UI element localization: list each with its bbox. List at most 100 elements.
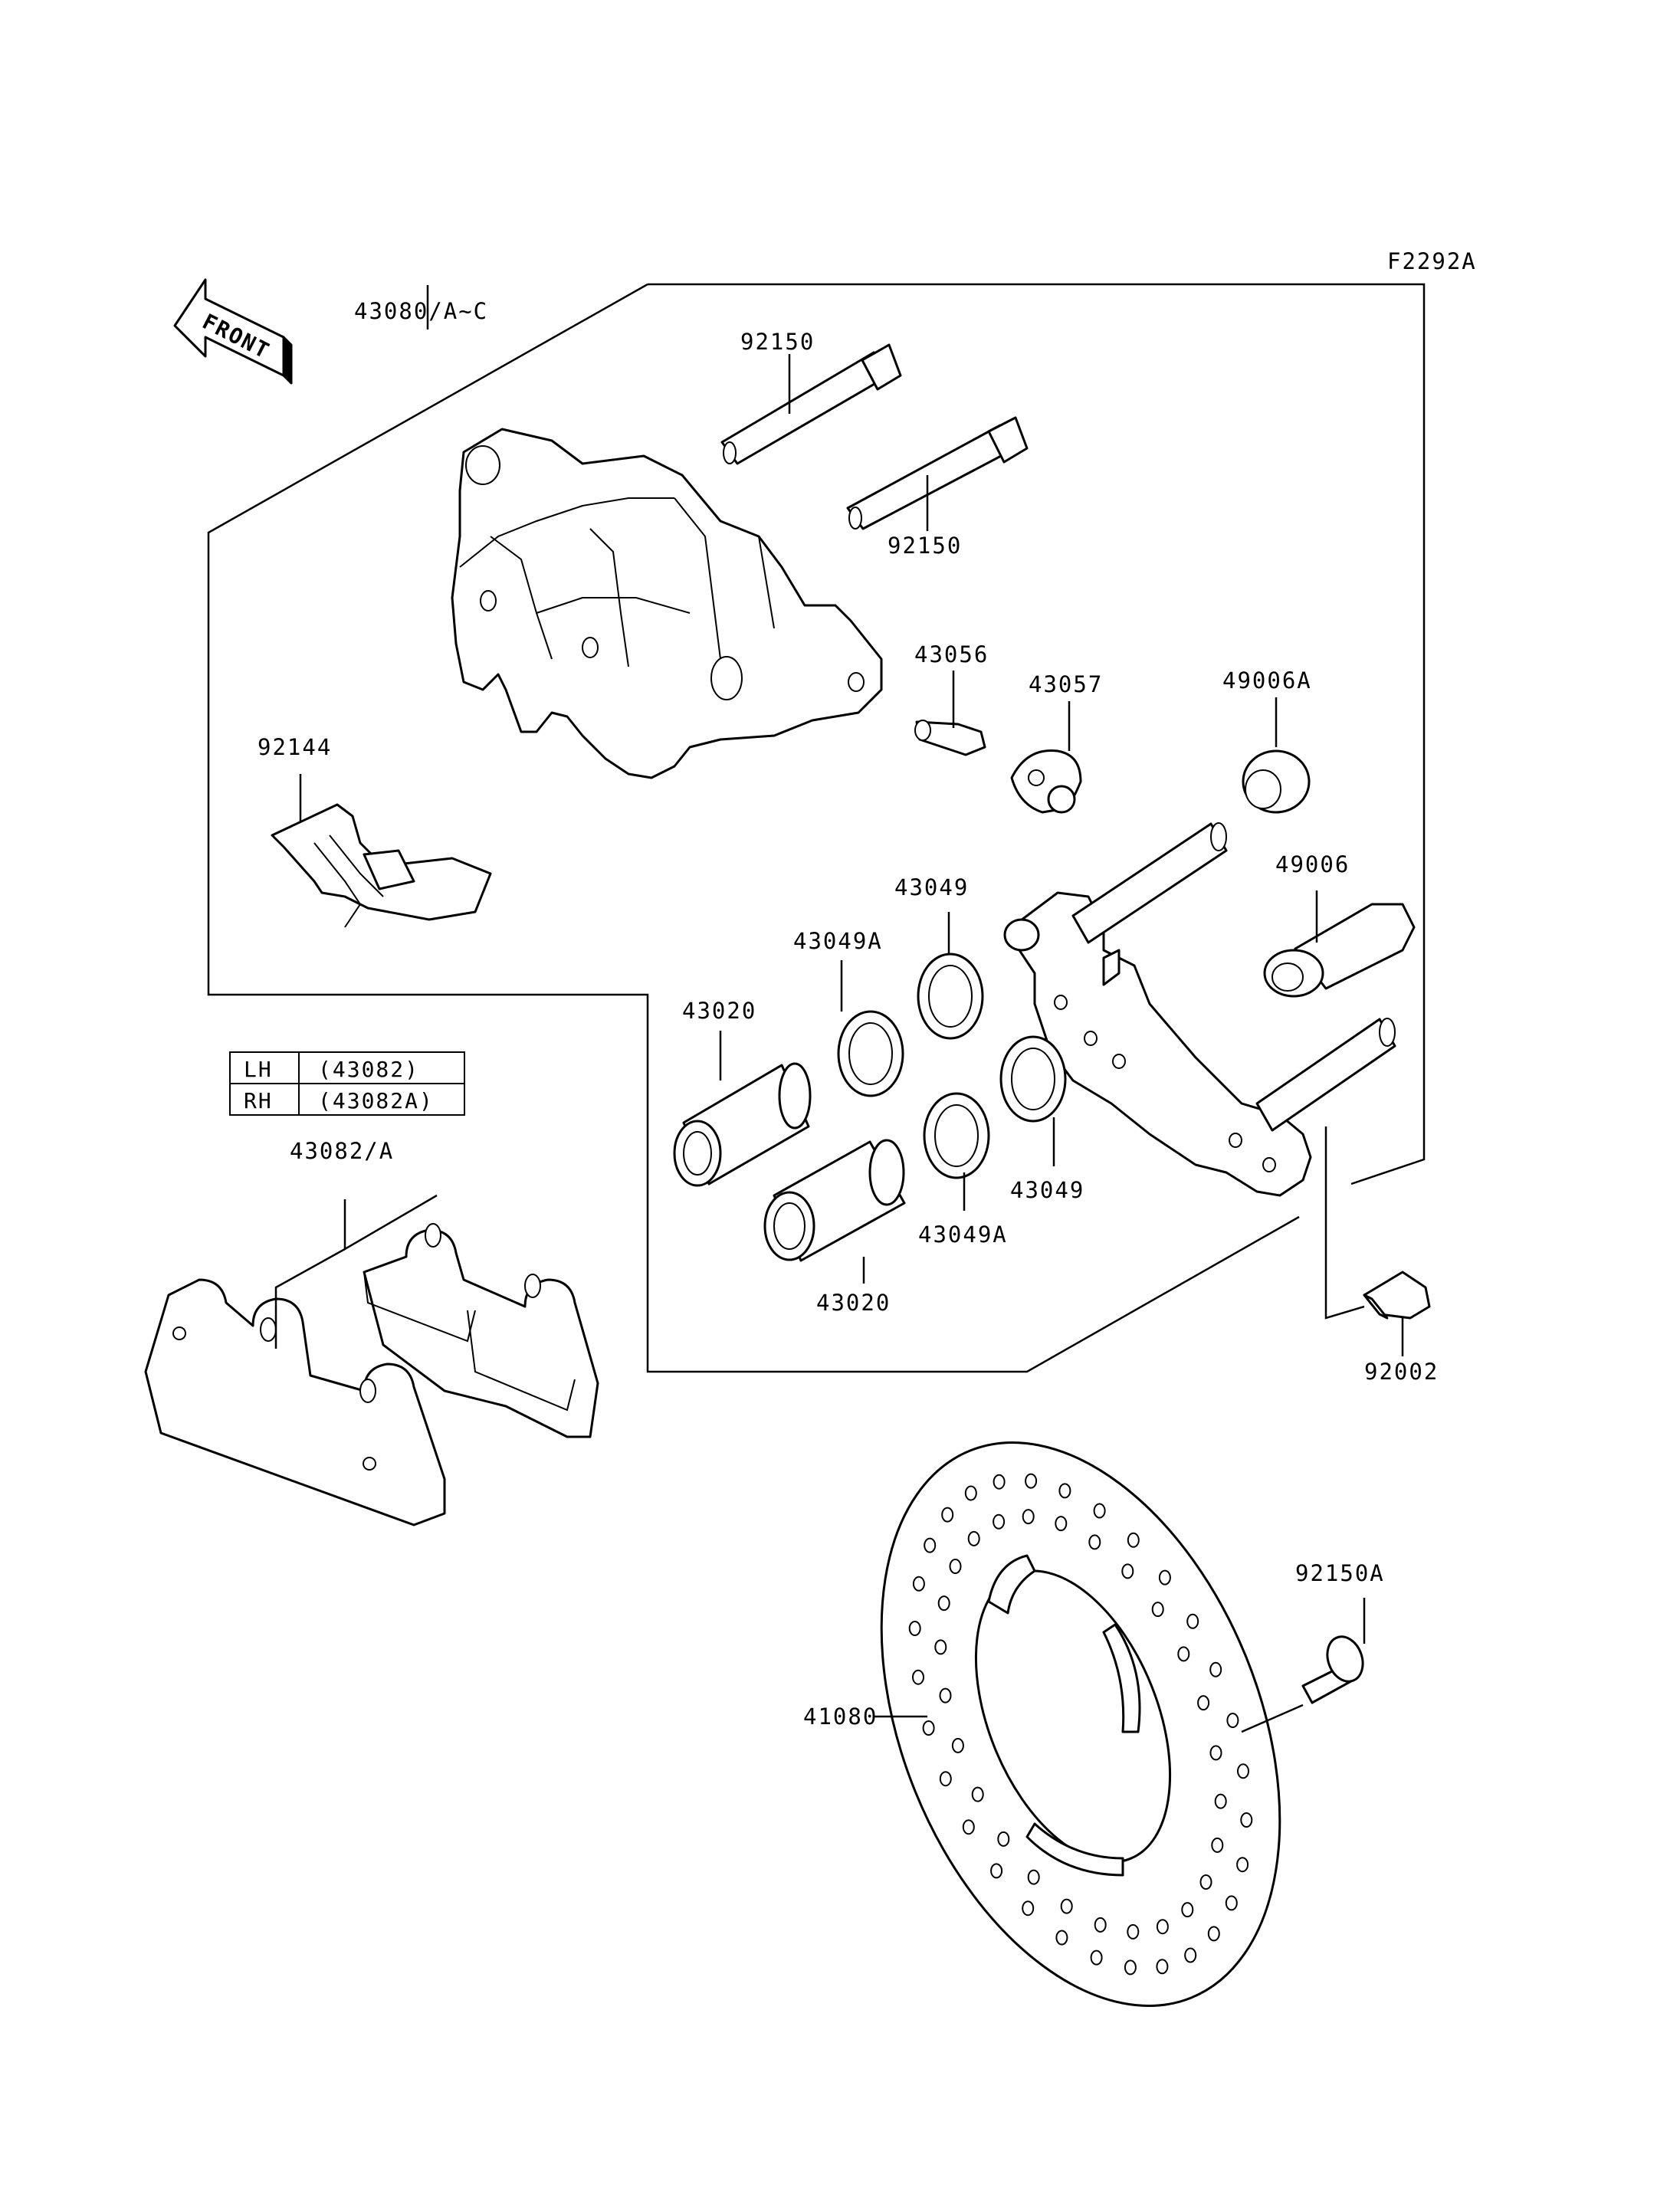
disc-hole — [997, 1831, 1010, 1847]
label-pin-top: 92150 — [740, 329, 815, 355]
figure-code: F2292A — [1387, 248, 1477, 274]
label-seal-top: 43049 — [894, 874, 969, 900]
seal-a-top — [837, 1010, 904, 1097]
disc-hole — [1236, 1857, 1249, 1873]
table-part-lh: (43082) — [318, 1057, 419, 1082]
disc-bolt — [1301, 1635, 1364, 1704]
disc-hole — [990, 1863, 1003, 1879]
label-seal-a-bottom: 43049A — [918, 1221, 1008, 1248]
disc-hole — [912, 1669, 924, 1685]
disc-hole — [1209, 1745, 1222, 1761]
label-boot-a: 49006A — [1222, 667, 1312, 694]
disc-hole — [1094, 1917, 1107, 1933]
caliper-body — [451, 428, 883, 779]
disc-hole — [1209, 1661, 1222, 1677]
disc-hole — [1181, 1902, 1194, 1918]
pad-spring — [271, 803, 492, 928]
caliper-bracket — [1003, 822, 1396, 1197]
disc-hole — [1156, 1919, 1169, 1935]
disc-hole — [1124, 1959, 1137, 1976]
label-boot: 49006 — [1275, 851, 1350, 877]
piston-top — [673, 1062, 812, 1187]
caliper-pin-top — [720, 343, 902, 465]
disc-hole — [1186, 1613, 1199, 1629]
table-side-rh: RH — [244, 1088, 273, 1113]
disc-hole — [1060, 1898, 1073, 1914]
table-side-lh: LH — [244, 1057, 273, 1082]
label-seal-bottom: 43049 — [1010, 1177, 1084, 1203]
label-disc: 41080 — [803, 1703, 878, 1730]
caliper-assembly-outline — [207, 283, 1426, 1373]
leader-lines — [299, 285, 1404, 1733]
disc-hole — [1127, 1532, 1140, 1548]
label-pin-bottom: 92150 — [888, 533, 962, 559]
disc-hole — [951, 1737, 964, 1753]
table-part-rh: (43082A) — [318, 1088, 434, 1113]
disc-hole — [924, 1537, 937, 1553]
front-arrow-icon: FRONT — [173, 278, 293, 385]
label-piston-top: 43020 — [682, 998, 756, 1024]
disc-hole — [1022, 1900, 1035, 1917]
disc-hole — [1240, 1812, 1253, 1828]
disc-hole — [941, 1507, 954, 1523]
disc-hole — [1088, 1534, 1101, 1550]
disc-hole — [962, 1819, 975, 1835]
bracket-bolt — [1363, 1271, 1431, 1320]
disc-hole — [1211, 1837, 1224, 1853]
label-pads: 43082/A — [290, 1138, 394, 1164]
label-bleeder: 43056 — [914, 641, 989, 667]
disc-hole — [967, 1530, 980, 1546]
disc-hole — [1093, 1503, 1106, 1519]
label-disc-bolt: 92150A — [1295, 1560, 1385, 1586]
disc-hole — [1151, 1602, 1164, 1618]
seal-bottom — [999, 1035, 1067, 1123]
disc-hole — [993, 1513, 1006, 1530]
disc-hole — [1055, 1516, 1068, 1532]
boot-a — [1242, 749, 1311, 814]
brake-disc — [880, 1441, 1281, 2007]
disc-hole — [908, 1621, 921, 1636]
bleeder-cap — [1010, 749, 1082, 814]
disc-hole — [1027, 1869, 1040, 1885]
disc-hole — [912, 1576, 925, 1592]
piston-bottom — [763, 1139, 906, 1262]
disc-hole — [1127, 1923, 1140, 1940]
disc-hole — [1199, 1874, 1212, 1890]
disc-hole — [922, 1720, 935, 1736]
label-cap: 43057 — [1029, 671, 1103, 697]
disc-hole — [949, 1559, 962, 1574]
disc-hole — [1177, 1646, 1190, 1662]
label-spring: 92144 — [258, 734, 332, 760]
pad-side-table: LH (43082) RH (43082A) — [229, 1051, 465, 1116]
disc-holes — [908, 1473, 1253, 1976]
disc-hole — [1225, 1895, 1238, 1911]
label-piston-bottom: 43020 — [816, 1290, 891, 1316]
seal-a-bottom — [923, 1092, 990, 1179]
label-seal-a-top: 43049A — [793, 928, 883, 954]
bleeder-valve — [914, 720, 986, 756]
disc-hole — [964, 1485, 977, 1501]
caliper-pin-bottom — [846, 416, 1029, 530]
seal-top — [917, 953, 984, 1040]
disc-hole — [1121, 1563, 1134, 1579]
disc-hole — [937, 1595, 950, 1612]
disc-hole — [971, 1786, 984, 1802]
label-bolt: 92002 — [1364, 1359, 1439, 1385]
brake-pads — [144, 1223, 599, 1526]
pad-leader-2 — [274, 1248, 346, 1349]
disc-hole — [1226, 1713, 1239, 1728]
disc-hole — [934, 1639, 947, 1655]
disc-hole — [1055, 1930, 1068, 1946]
disc-hole — [939, 1687, 952, 1703]
bolt-leader — [1324, 1126, 1365, 1320]
disc-hole — [1022, 1509, 1035, 1525]
disc-hole — [1058, 1483, 1071, 1499]
label-caliper-assy: 43080/A~C — [354, 298, 488, 324]
disc-hole — [1237, 1763, 1249, 1779]
disc-hole — [939, 1771, 952, 1787]
boot — [1263, 903, 1416, 998]
disc-hole — [1184, 1947, 1197, 1963]
disc-hole — [993, 1474, 1006, 1490]
disc-hole — [1158, 1569, 1171, 1585]
